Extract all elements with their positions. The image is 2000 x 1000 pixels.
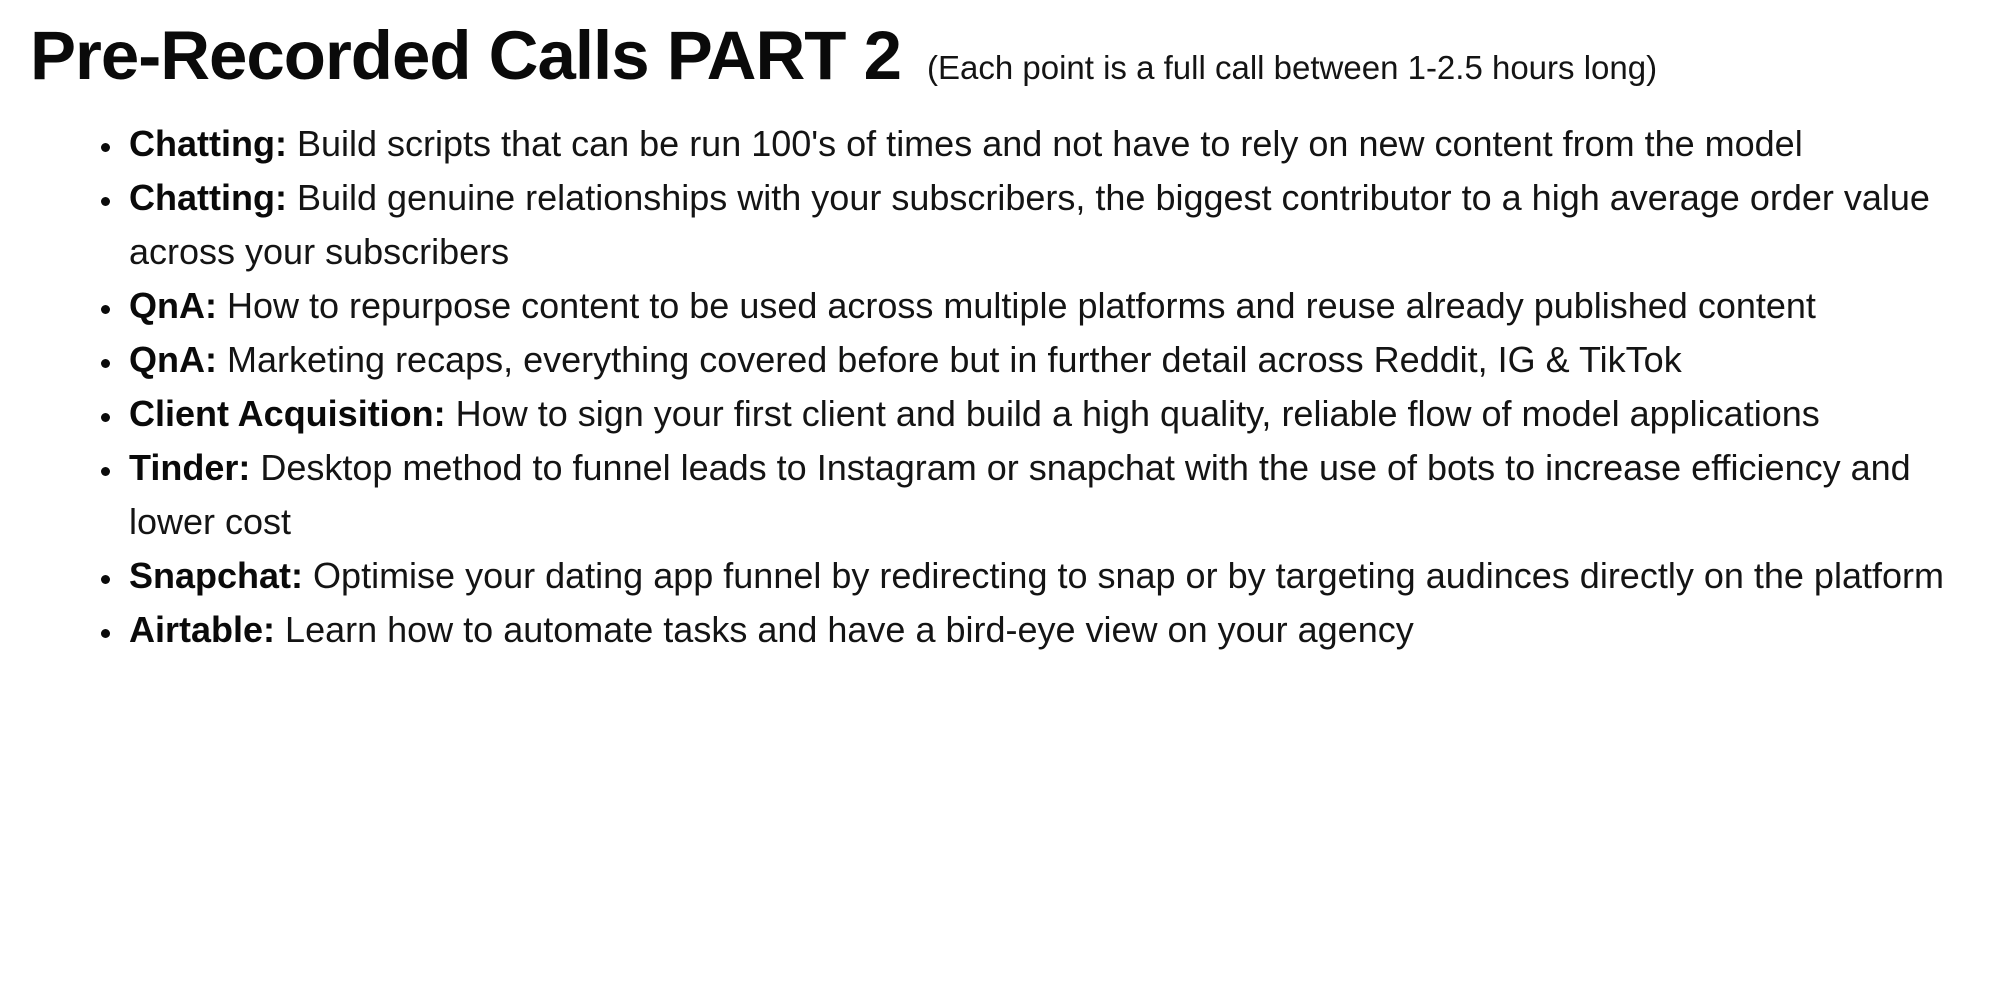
- list-item-text: Build scripts that can be run 100's of t…: [296, 123, 1803, 165]
- page-title: Pre-Recorded Calls PART 2: [30, 17, 902, 94]
- list-item: Airtable: Learn how to automate tasks an…: [125, 603, 1955, 657]
- list-item: Chatting: Build scripts that can be run …: [125, 117, 1955, 171]
- list-item-text: Marketing recaps, everything covered bef…: [227, 339, 1682, 381]
- list-item: Client Acquisition: How to sign your fir…: [125, 387, 1955, 441]
- title-row: Pre-Recorded Calls PART 2 (Each point is…: [30, 16, 1955, 95]
- page-subtitle: (Each point is a full call between 1-2.5…: [927, 49, 1658, 86]
- list-item: Tinder: Desktop method to funnel leads t…: [125, 441, 1955, 549]
- list-item-text: Optimise your dating app funnel by redir…: [313, 555, 1944, 597]
- call-list: Chatting: Build scripts that can be run …: [30, 117, 1955, 657]
- list-item-label: Airtable:: [129, 609, 276, 651]
- list-item-text: How to sign your first client and build …: [455, 393, 1820, 435]
- list-item-label: Client Acquisition:: [129, 393, 446, 435]
- list-item-label: QnA:: [129, 285, 217, 327]
- list-item-text: How to repurpose content to be used acro…: [227, 285, 1816, 327]
- list-item-label: Tinder:: [129, 447, 251, 489]
- list-item-text: Build genuine relationships with your su…: [129, 177, 1930, 273]
- list-item-text: Desktop method to funnel leads to Instag…: [129, 447, 1911, 543]
- list-item-label: Chatting:: [129, 177, 287, 219]
- list-item-label: QnA:: [129, 339, 217, 381]
- list-item: Snapchat: Optimise your dating app funne…: [125, 549, 1955, 603]
- list-item: Chatting: Build genuine relationships wi…: [125, 171, 1955, 279]
- list-item-label: Chatting:: [129, 123, 287, 165]
- list-item: QnA: How to repurpose content to be used…: [125, 279, 1955, 333]
- list-item-text: Learn how to automate tasks and have a b…: [285, 609, 1414, 651]
- list-item-label: Snapchat:: [129, 555, 304, 597]
- list-item: QnA: Marketing recaps, everything covere…: [125, 333, 1955, 387]
